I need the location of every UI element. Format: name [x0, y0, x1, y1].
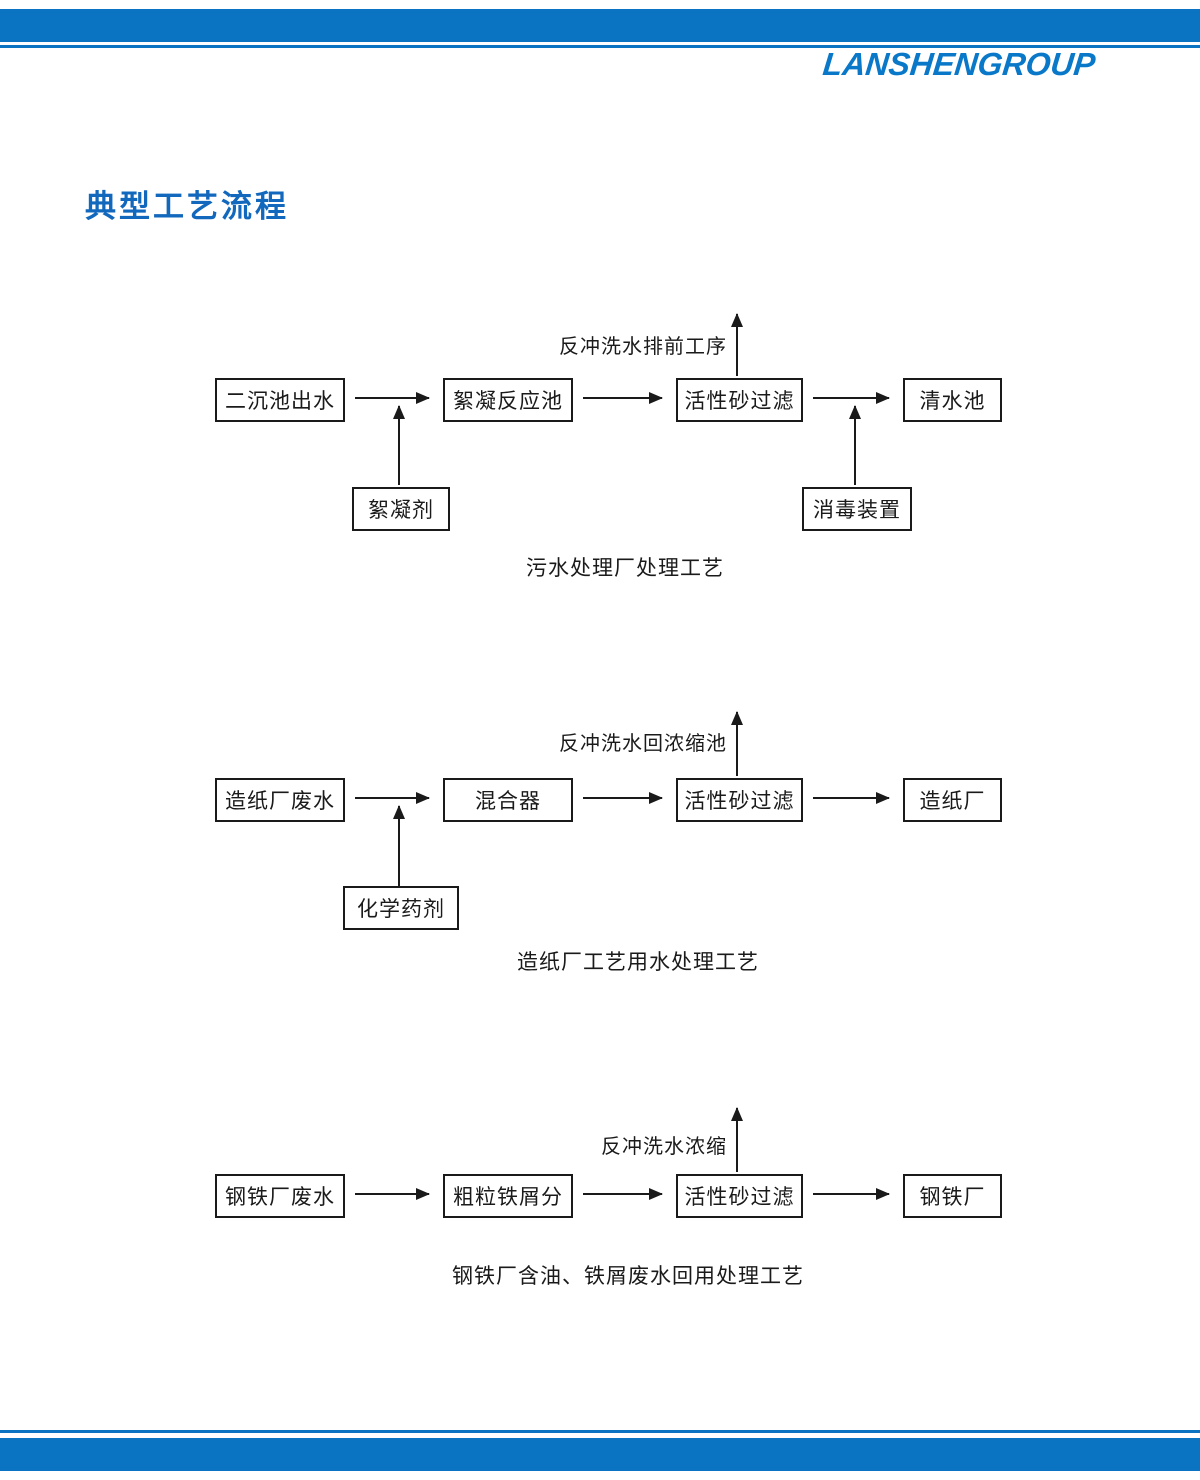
diagram-caption: 污水处理厂处理工艺	[526, 556, 724, 580]
flow-node: 钢铁厂废水	[215, 1174, 345, 1218]
flow-node: 造纸厂	[903, 778, 1002, 822]
backwash-label: 反冲洗水回浓缩池	[559, 733, 727, 755]
flow-node: 混合器	[443, 778, 573, 822]
flow-node: 活性砂过滤	[676, 378, 803, 422]
feed-node: 消毒装置	[802, 487, 912, 531]
flow-node: 活性砂过滤	[676, 778, 803, 822]
flow-arrows-icon	[355, 1107, 890, 1200]
flow-node: 絮凝反应池	[443, 378, 573, 422]
feed-node: 絮凝剂	[352, 487, 450, 531]
flow-node: 清水池	[903, 378, 1002, 422]
page-title: 典型工艺流程	[85, 189, 289, 224]
header-bar	[0, 9, 1200, 42]
feed-node: 化学药剂	[343, 886, 459, 930]
diagram-caption: 钢铁厂含油、铁屑废水回用处理工艺	[452, 1264, 804, 1288]
flow-node: 造纸厂废水	[215, 778, 345, 822]
flow-node: 钢铁厂	[903, 1174, 1002, 1218]
flow-arrows-icon	[355, 313, 890, 485]
footer-bar-edge	[0, 1430, 1200, 1433]
diagram-paper-mill: 造纸厂废水 混合器 活性砂过滤 造纸厂 反冲洗水回浓缩池 化学药剂 造纸厂工艺用…	[0, 700, 1200, 990]
diagram-steel-plant: 钢铁厂废水 粗粒铁屑分 活性砂过滤 钢铁厂 反冲洗水浓缩 钢铁厂含油、铁屑废水回…	[0, 1090, 1200, 1310]
diagram-caption: 造纸厂工艺用水处理工艺	[517, 950, 759, 974]
flow-node: 活性砂过滤	[676, 1174, 803, 1218]
company-logo: LANSHENGROUP	[821, 46, 1097, 82]
flow-arrows-icon	[355, 711, 890, 886]
flow-node: 粗粒铁屑分	[443, 1174, 573, 1218]
header-bar-edge	[0, 45, 1200, 48]
diagram-sewage-plant: 二沉池出水 絮凝反应池 活性砂过滤 清水池 反冲洗水排前工序 絮凝剂 消毒装置 …	[0, 300, 1200, 590]
backwash-label: 反冲洗水排前工序	[559, 336, 727, 358]
flow-node: 二沉池出水	[215, 378, 345, 422]
backwash-label: 反冲洗水浓缩	[601, 1136, 727, 1158]
footer-bar	[0, 1438, 1200, 1471]
